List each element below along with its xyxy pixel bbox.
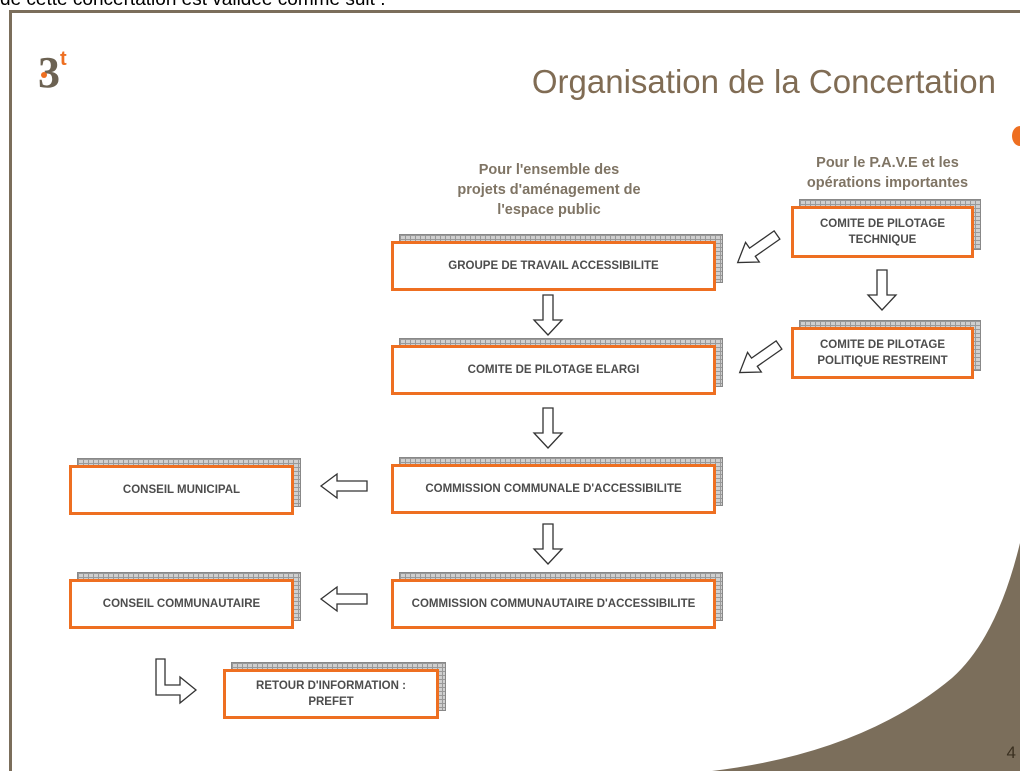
arrow-elbow [155,658,198,705]
box-comite-technique: COMITE DE PILOTAGE TECHNIQUE [791,199,981,258]
arrow-down-1 [532,294,564,336]
arrow-down-4 [866,269,898,311]
decor-orange-dot [1012,126,1020,146]
box-conseil-communautaire: CONSEIL COMMUNAUTAIRE [69,572,301,629]
diagram-arrows [155,126,1020,771]
box-comite-elargi: COMITE DE PILOTAGE ELARGI [391,338,723,395]
box-label: CONSEIL MUNICIPAL [69,465,294,515]
box-label: COMMISSION COMMUNAUTAIRE D'ACCESSIBILITE [391,579,716,629]
box-comite-politique: COMITE DE PILOTAGE POLITIQUE RESTREINT [791,320,981,379]
heading-right: Pour le P.A.V.E et les opérations import… [806,155,969,191]
top-text: de cette concertation est validée comme … [0,0,385,10]
top-strip: de cette concertation est validée comme … [0,0,1020,10]
box-groupe-travail: GROUPE DE TRAVAIL ACCESSIBILITE [391,234,723,291]
page-number: 4 [1006,743,1016,762]
box-label: COMITE DE PILOTAGE POLITIQUE RESTREINT [791,327,974,379]
logo-icon: 3 t [38,48,67,93]
arrow-left-1 [319,472,368,500]
box-label: GROUPE DE TRAVAIL ACCESSIBILITE [391,241,716,291]
svg-text:t: t [60,48,67,70]
box-commission-communale: COMMISSION COMMUNALE D'ACCESSIBILITE [391,457,723,514]
slide-title: Organisation de la Concertation [531,63,996,100]
decor-wave [712,543,1020,771]
svg-text:3: 3 [38,48,60,93]
arrow-down-3 [532,523,564,565]
arrow-diag-2 [738,339,783,374]
box-label: COMITE DE PILOTAGE TECHNIQUE [791,206,974,258]
box-label: COMITE DE PILOTAGE ELARGI [391,345,716,395]
box-conseil-municipal: CONSEIL MUNICIPAL [69,458,301,515]
box-commission-communautaire: COMMISSION COMMUNAUTAIRE D'ACCESSIBILITE [391,572,723,629]
box-retour-information: RETOUR D'INFORMATION : PREFET [223,662,446,719]
box-label: RETOUR D'INFORMATION : PREFET [223,669,439,719]
arrow-left-2 [319,585,368,613]
arrow-down-2 [532,407,564,449]
box-label: CONSEIL COMMUNAUTAIRE [69,579,294,629]
box-label: COMMISSION COMMUNALE D'ACCESSIBILITE [391,464,716,514]
arrow-diag-1 [736,229,781,264]
slide: 3 t Organisation de la Concertation Pour… [9,10,1020,771]
heading-left: Pour l'ensemble des projets d'aménagemen… [457,162,641,218]
